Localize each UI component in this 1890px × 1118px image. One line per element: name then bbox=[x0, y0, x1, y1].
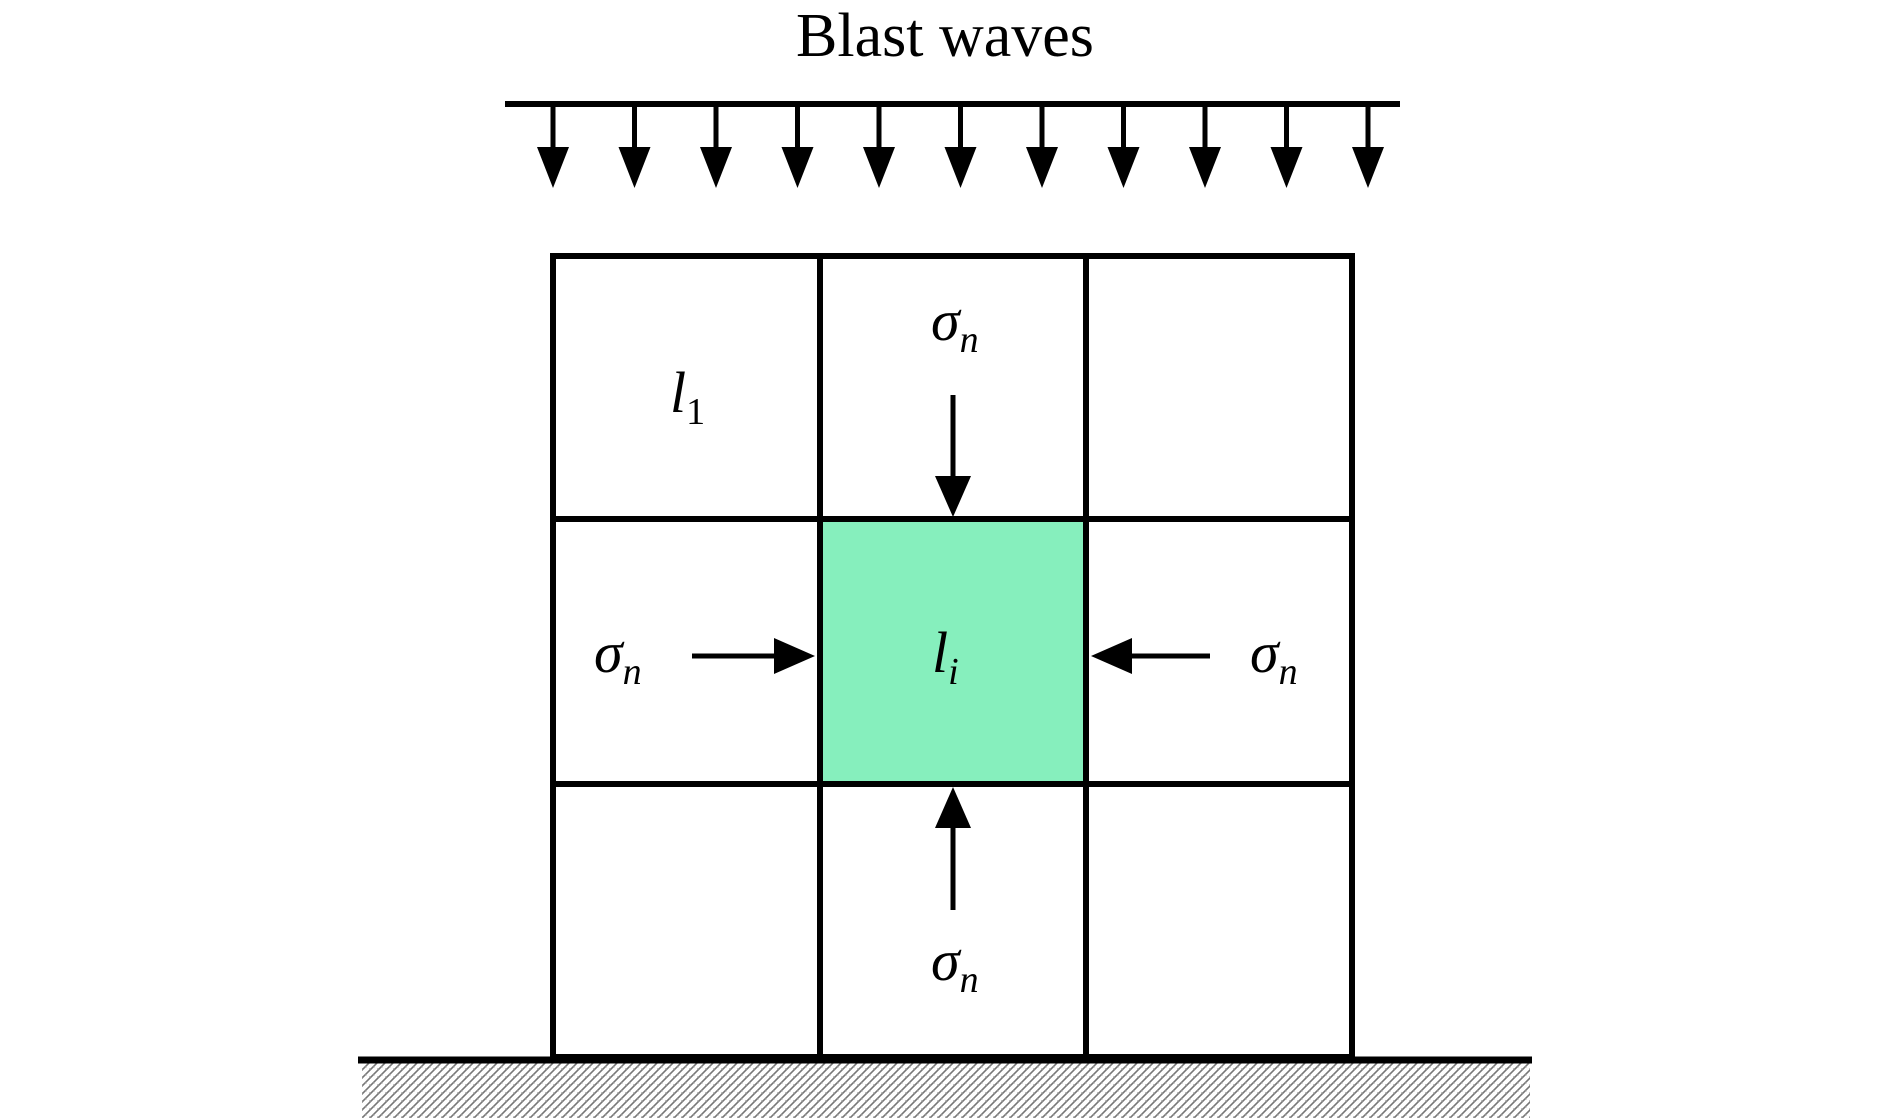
blast-arrow bbox=[863, 104, 895, 188]
block-center bbox=[817, 516, 1089, 787]
label-l1: l1 bbox=[670, 360, 705, 433]
stress-arrow-left bbox=[692, 638, 815, 674]
label-sigma-top: σn bbox=[931, 288, 979, 361]
diagram-title: Blast waves bbox=[796, 2, 1094, 70]
blast-arrow bbox=[1107, 104, 1140, 188]
blast-arrow bbox=[1026, 104, 1058, 188]
label-li: li bbox=[932, 620, 959, 693]
blast-arrow bbox=[700, 104, 732, 188]
label-sigma-bottom: σn bbox=[931, 928, 979, 1001]
blast-arrow bbox=[618, 104, 651, 188]
stress-arrow-bottom bbox=[935, 787, 971, 910]
block-bottom-left bbox=[550, 781, 823, 1060]
stress-arrow-right bbox=[1091, 638, 1210, 674]
blast-arrow bbox=[1189, 104, 1221, 188]
blast-arrow bbox=[1270, 104, 1303, 188]
stress-arrow-top bbox=[935, 395, 971, 517]
block-bottom-right bbox=[1083, 781, 1355, 1060]
blast-arrow bbox=[944, 104, 977, 188]
blast-arrows bbox=[537, 104, 1384, 188]
blast-arrow bbox=[781, 104, 814, 188]
ground-hatching bbox=[362, 1062, 1530, 1118]
label-sigma-right: σn bbox=[1250, 620, 1298, 693]
blast-arrow bbox=[537, 104, 569, 188]
block-grid bbox=[550, 253, 1355, 1060]
block-top-left bbox=[550, 253, 823, 522]
blast-arrow bbox=[1352, 104, 1384, 188]
block-top-right bbox=[1083, 253, 1355, 522]
label-sigma-left: σn bbox=[594, 620, 642, 693]
